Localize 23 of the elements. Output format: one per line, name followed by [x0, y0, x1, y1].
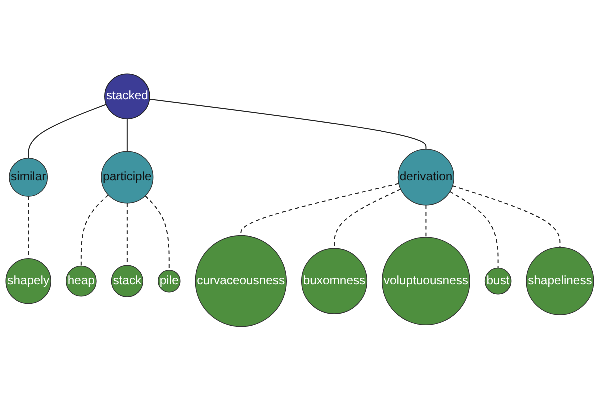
connector: [450, 190, 499, 268]
connector: [426, 204, 427, 238]
connector: [240, 182, 400, 236]
node-circle: voluptuousness: [382, 236, 470, 326]
connector: [126, 118, 128, 152]
connector: [144, 195, 170, 270]
connector: [28, 104, 107, 158]
node-circle: heap: [66, 265, 97, 296]
connector: [149, 98, 427, 150]
node-circle: pile: [158, 269, 181, 292]
node-circle: stacked: [104, 73, 150, 119]
node-circle: shapeliness: [526, 246, 594, 315]
node-circle: bust: [484, 267, 512, 294]
node-circle: buxomness: [301, 248, 368, 314]
node-circle: participle: [101, 150, 154, 204]
node-circle: derivation: [398, 148, 455, 206]
connector: [334, 188, 402, 249]
node-circle: similar: [9, 158, 48, 196]
node-circle: shapely: [6, 258, 52, 304]
node-circle: stack: [111, 264, 144, 297]
connector: [452, 185, 561, 248]
node-circle: curvaceousness: [195, 234, 287, 327]
connector: [80, 194, 110, 266]
